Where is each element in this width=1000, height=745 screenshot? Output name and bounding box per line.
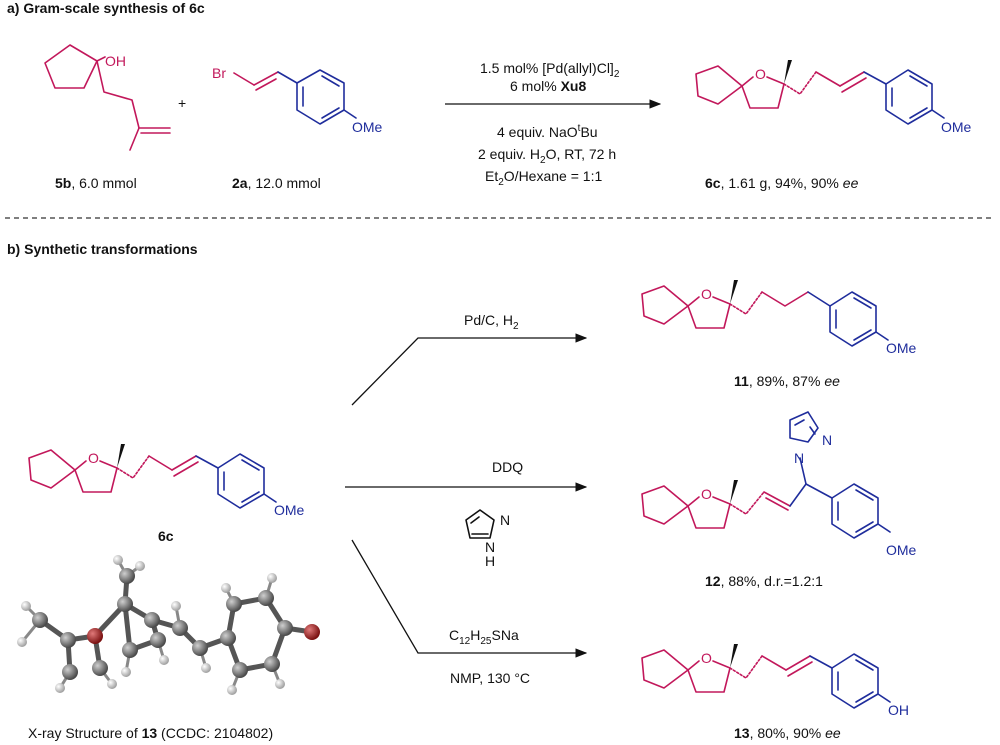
reagent-ddq: DDQ xyxy=(492,459,523,475)
ring-oxygen-label: O xyxy=(755,66,766,82)
bromine-label: Br xyxy=(212,65,226,81)
methoxy-label: OMe xyxy=(941,119,972,135)
product-11-structure: O OMe xyxy=(641,280,917,356)
reactant-2a-structure: Br OMe xyxy=(212,65,383,135)
product-12-caption: 12, 88%, d.r.=1.2:1 xyxy=(705,573,823,589)
methoxy-label: OMe xyxy=(274,502,305,518)
reagent-hydrogenation: Pd/C, H2 xyxy=(464,312,519,332)
hydroxyl-label: OH xyxy=(105,53,126,69)
xray-caption: X-ray Structure of 13 (CCDC: 2104802) xyxy=(28,725,273,741)
section-b-title: b) Synthetic transformations xyxy=(7,241,198,257)
ring-oxygen-label: O xyxy=(701,650,712,666)
reaction-arrow-hydrogenation xyxy=(351,333,588,406)
reactant-2a-caption: 2a, 12.0 mmol xyxy=(232,175,321,191)
condition-base: 4 equiv. NaOtBu xyxy=(497,123,598,140)
ring-oxygen-label: O xyxy=(701,286,712,302)
plus-sign: + xyxy=(178,95,186,111)
product-11-caption: 11, 89%, 87% ee xyxy=(734,373,840,389)
reagent-thiolate: C12H25SNa xyxy=(449,627,519,647)
xray-structure-image xyxy=(17,555,320,695)
product-13-structure: O OH xyxy=(641,644,909,718)
reaction-arrow-demethylation xyxy=(351,539,588,658)
reagent-conditions-nmp: NMP, 130 °C xyxy=(450,670,530,686)
reactant-5b-caption: 5b, 6.0 mmol xyxy=(55,175,137,191)
methoxy-label: OMe xyxy=(886,542,917,558)
pyrazole-nh-label: N xyxy=(485,539,495,555)
product-12-structure: O N N OMe xyxy=(641,411,917,558)
start-6c-structure: O OMe xyxy=(28,444,305,518)
condition-solvent: Et2O/Hexane = 1:1 xyxy=(485,168,602,188)
condition-ligand: 6 mol% Xu8 xyxy=(510,78,586,94)
product-6c-structure: O OMe xyxy=(695,60,972,135)
section-a-title: a) Gram-scale synthesis of 6c xyxy=(7,0,205,16)
product-6c-caption: 6c, 1.61 g, 94%, 90% ee xyxy=(705,175,859,191)
start-6c-caption: 6c xyxy=(158,528,174,544)
pyrazole-reagent-structure: N N H xyxy=(465,509,510,569)
methoxy-label: OMe xyxy=(352,119,383,135)
reactant-5b-structure: OH xyxy=(44,44,171,151)
pyrazole-h-label: H xyxy=(485,553,495,569)
pyrazole-n-label: N xyxy=(500,512,510,528)
hydroxyl-label: OH xyxy=(888,702,909,718)
ring-oxygen-label: O xyxy=(701,486,712,502)
pyrazole-n1-label: N xyxy=(794,450,804,466)
product-13-caption: 13, 80%, 90% ee xyxy=(734,725,841,741)
condition-water: 2 equiv. H2O, RT, 72 h xyxy=(478,146,616,166)
pyrazole-n2-label: N xyxy=(822,432,832,448)
condition-catalyst: 1.5 mol% [Pd(allyl)Cl]2 xyxy=(480,60,620,80)
methoxy-label: OMe xyxy=(886,340,917,356)
ring-oxygen-label: O xyxy=(88,450,99,466)
